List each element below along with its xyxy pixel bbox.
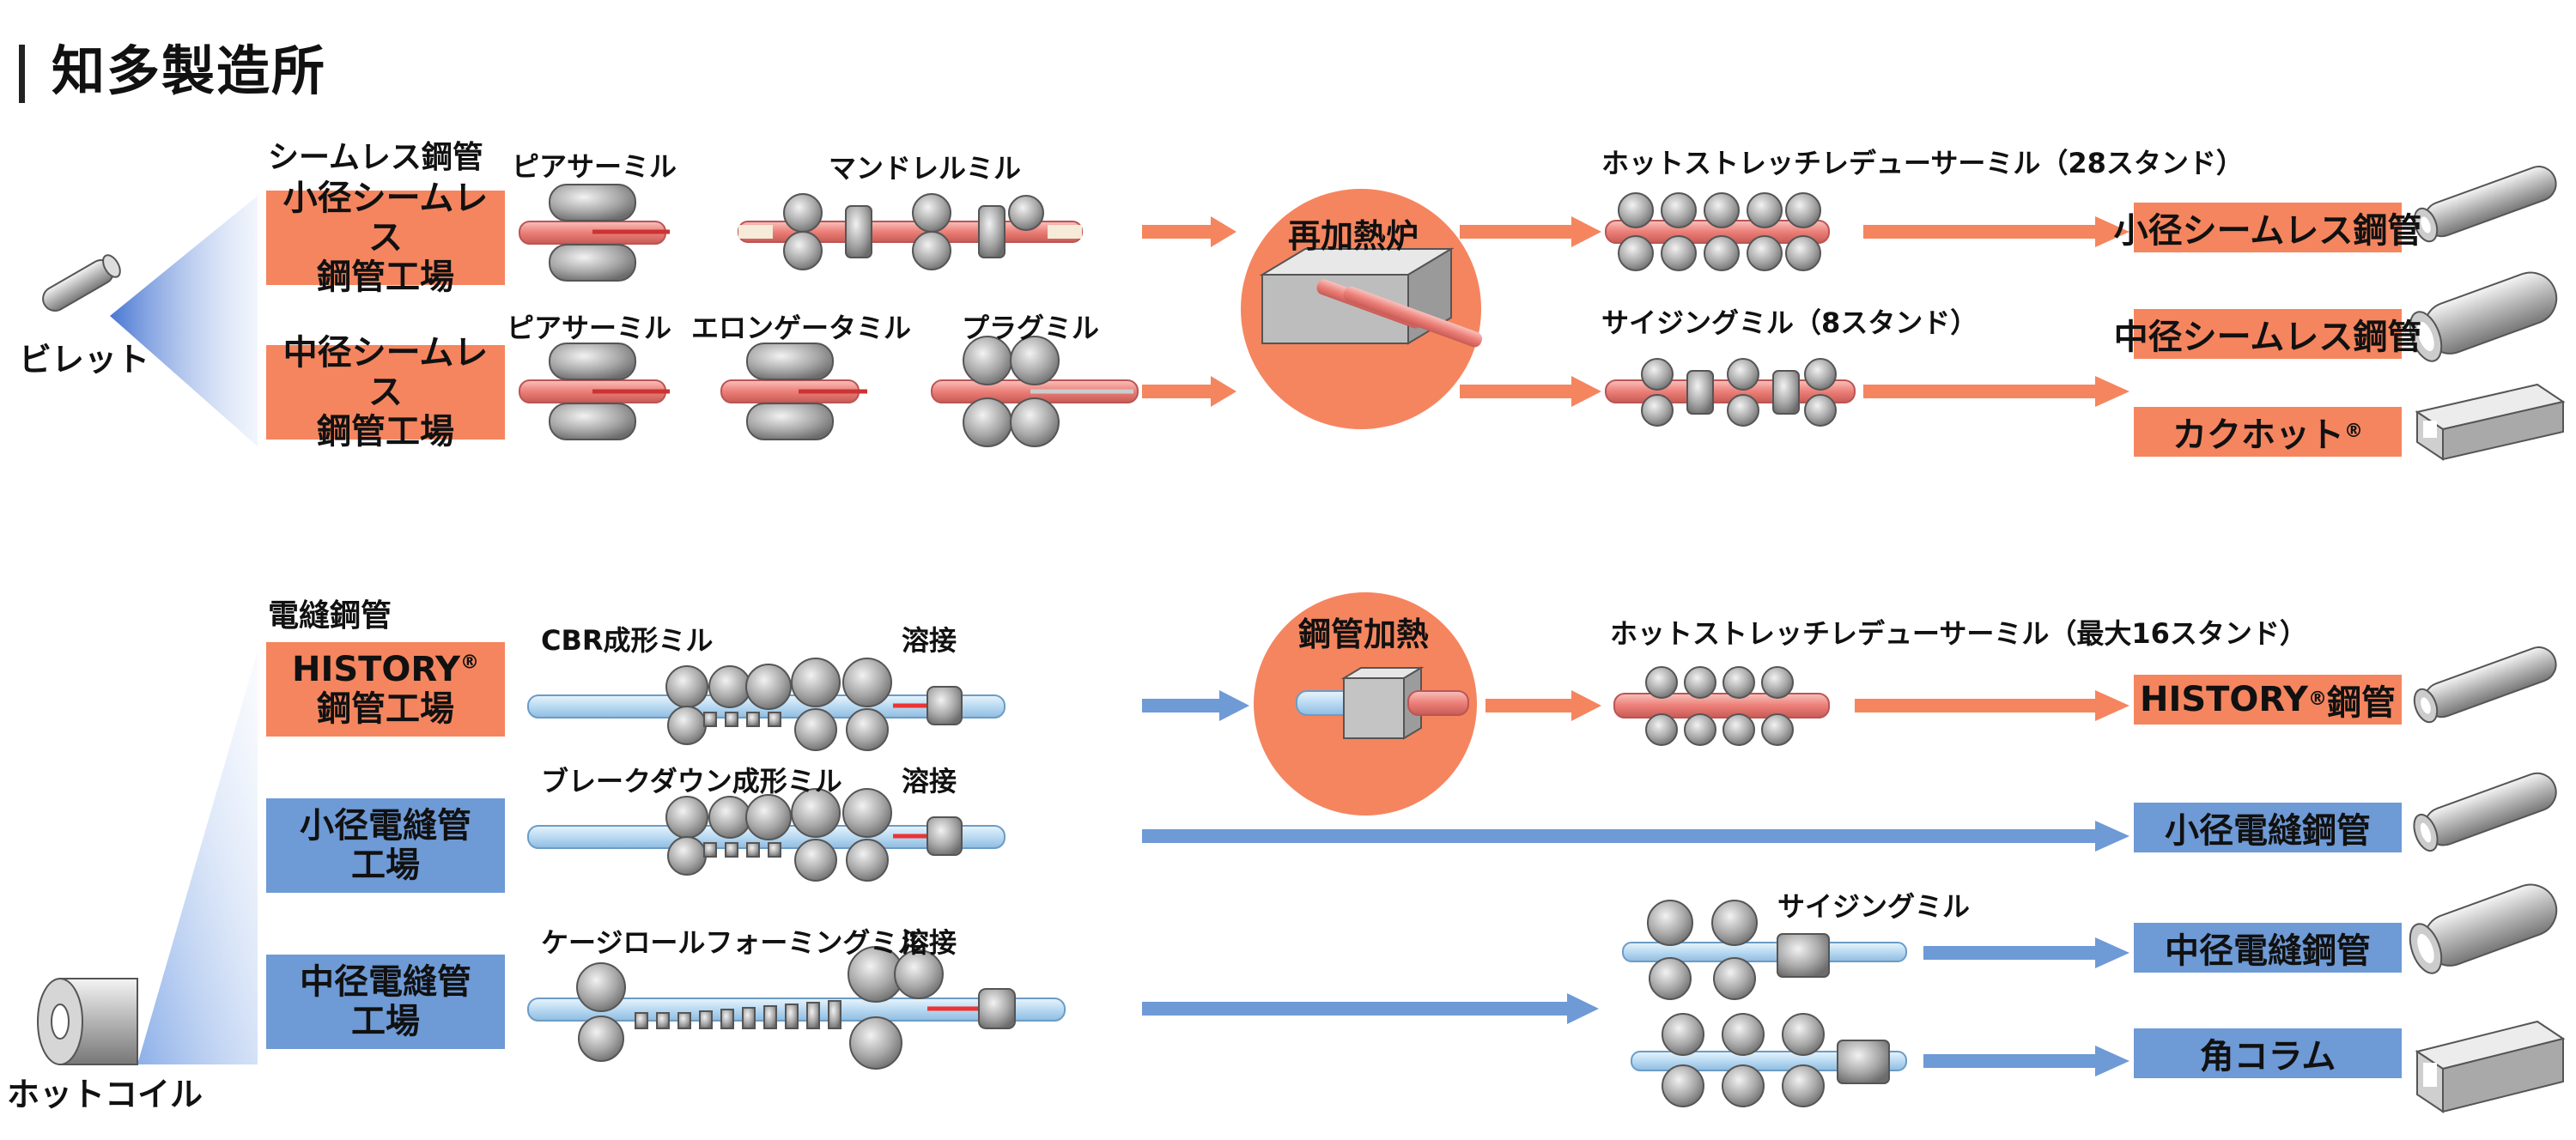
hotcoil-icon bbox=[37, 978, 138, 1065]
medium-seamless-pipe-icon bbox=[2409, 271, 2558, 362]
history-plant-line1: HISTORY® bbox=[292, 650, 479, 689]
cbr-forming-mill-label: CBR成形ミル bbox=[541, 624, 714, 657]
erw-section-label: 電縫鋼管 bbox=[268, 598, 392, 634]
arrow-furnace-top bbox=[1460, 216, 1601, 247]
welding-label-3: 溶接 bbox=[902, 926, 957, 959]
product-small-erw: 小径電縫鋼管 bbox=[2134, 803, 2402, 852]
elongator-mill-label: エロンゲータミル bbox=[691, 312, 912, 344]
small-seamless-plant-line2: 鋼管工場 bbox=[317, 258, 454, 297]
kakuhot-name: カクホット bbox=[2172, 415, 2344, 455]
piercer-mill-small-graphic bbox=[519, 184, 670, 282]
kakuhot-square-pipe-icon bbox=[2415, 383, 2566, 461]
hot-stretch-reducer-16-label: ホットストレッチレデューサーミル（最大16スタンド） bbox=[1610, 617, 2307, 650]
arrow-erw-history bbox=[1142, 690, 1249, 721]
product-small-seamless: 小径シームレス鋼管 bbox=[2114, 203, 2421, 252]
cage-roll-forming-mill-graphic bbox=[527, 946, 1066, 1070]
page-title: 知多製造所 bbox=[52, 39, 327, 102]
arrow-erw-small bbox=[1142, 821, 2129, 852]
small-erw-plant: 小径電縫管 工場 bbox=[266, 798, 505, 893]
plug-mill-graphic bbox=[931, 336, 1139, 447]
mandrel-mill-label: マンドレルミル bbox=[829, 152, 1022, 185]
hot-stretch-reducer-28-label: ホットストレッチレデューサーミル（28スタンド） bbox=[1601, 147, 2244, 179]
billet-beam bbox=[110, 196, 258, 446]
sizing-mill-erw-label: サイジングミル bbox=[1777, 890, 1971, 923]
arrow-heating-out bbox=[1485, 690, 1601, 721]
cage-roll-forming-mill-label: ケージロールフォーミングミル bbox=[541, 926, 926, 959]
arrow-seam-2 bbox=[1142, 376, 1236, 407]
small-seamless-pipe-icon bbox=[2413, 166, 2557, 243]
small-erw-pipe-icon bbox=[2413, 772, 2557, 852]
medium-erw-plant-line2: 工場 bbox=[351, 1002, 420, 1041]
furnace-box-graphic bbox=[1259, 247, 1483, 348]
history-product-name: HISTORY bbox=[2139, 680, 2309, 719]
arrow-to-column bbox=[1923, 1046, 2129, 1076]
arrow-seam-1 bbox=[1142, 216, 1236, 247]
hot-stretch-reducer-28-graphic bbox=[1605, 192, 1830, 271]
history-plant-name: HISTORY bbox=[291, 650, 461, 689]
history-pipe-icon bbox=[2413, 646, 2557, 724]
square-column-icon bbox=[2415, 1020, 2566, 1113]
product-history: HISTORY®鋼管 bbox=[2134, 675, 2402, 725]
small-seamless-plant-line1: 小径シームレス bbox=[283, 179, 489, 258]
mandrel-mill-graphic bbox=[738, 193, 1083, 270]
piercer-mill-label-medium: ピアサーミル bbox=[507, 312, 672, 344]
plug-mill-label: プラグミル bbox=[962, 312, 1100, 344]
cbr-forming-mill-graphic bbox=[527, 658, 1005, 751]
billet-label: ビレット bbox=[19, 341, 150, 379]
seamless-section-label: シームレス鋼管 bbox=[268, 140, 483, 175]
piercer-mill-medium-graphic bbox=[519, 343, 670, 440]
piercer-mill-label-small: ピアサーミル bbox=[512, 150, 677, 183]
medium-erw-plant: 中径電縫管 工場 bbox=[266, 955, 505, 1049]
breakdown-forming-mill-graphic bbox=[527, 788, 1005, 882]
title-bar-marker bbox=[19, 45, 25, 103]
welding-label-1: 溶接 bbox=[902, 624, 957, 657]
heating-box-graphic bbox=[1296, 666, 1469, 740]
hot-stretch-reducer-16-graphic bbox=[1613, 666, 1830, 746]
product-kakuhot: カクホット® bbox=[2134, 407, 2402, 457]
arrow-to-history bbox=[1855, 690, 2129, 721]
medium-seamless-plant: 中径シームレス 鋼管工場 bbox=[266, 333, 505, 452]
hotcoil-label: ホットコイル bbox=[7, 1076, 204, 1113]
medium-erw-plant-line1: 中径電縫管 bbox=[300, 962, 471, 1002]
history-plant-mark: ® bbox=[460, 652, 480, 674]
sizing-mill-erw-graphic bbox=[1622, 900, 1907, 1107]
small-erw-plant-line2: 工場 bbox=[351, 846, 420, 885]
product-medium-erw: 中径電縫鋼管 bbox=[2134, 923, 2402, 973]
small-erw-plant-line1: 小径電縫管 bbox=[300, 806, 471, 846]
arrow-to-medium-erw bbox=[1923, 937, 2129, 968]
arrow-to-small-seamless bbox=[1863, 216, 2129, 247]
elongator-mill-graphic bbox=[720, 343, 867, 440]
sizing-mill-8-label: サイジングミル（8スタンド） bbox=[1601, 306, 1978, 339]
billet-icon bbox=[42, 254, 121, 312]
history-product-suffix: 鋼管 bbox=[2327, 683, 2397, 723]
welding-label-2: 溶接 bbox=[902, 765, 957, 797]
breakdown-forming-mill-label: ブレークダウン成形ミル bbox=[541, 765, 842, 797]
product-medium-seamless: 中径シームレス鋼管 bbox=[2114, 309, 2421, 359]
arrow-to-medium-seamless bbox=[1863, 376, 2129, 407]
pipe-heating-label: 鋼管加熱 bbox=[1298, 615, 1430, 653]
sizing-mill-8-graphic bbox=[1605, 358, 1856, 427]
arrow-furnace-bottom bbox=[1460, 376, 1601, 407]
medium-erw-pipe-icon bbox=[2409, 883, 2558, 974]
medium-seamless-plant-line1: 中径シームレス bbox=[283, 333, 489, 412]
reheating-furnace-label: 再加熱炉 bbox=[1288, 217, 1419, 255]
small-seamless-plant: 小径シームレス 鋼管工場 bbox=[266, 179, 505, 297]
history-plant-line2: 鋼管工場 bbox=[317, 689, 454, 729]
medium-seamless-plant-line2: 鋼管工場 bbox=[317, 412, 454, 452]
hotcoil-beam bbox=[137, 651, 258, 1064]
arrow-erw-medium bbox=[1142, 993, 1599, 1024]
product-square-column: 角コラム bbox=[2134, 1028, 2402, 1078]
history-plant: HISTORY® 鋼管工場 bbox=[266, 642, 505, 737]
